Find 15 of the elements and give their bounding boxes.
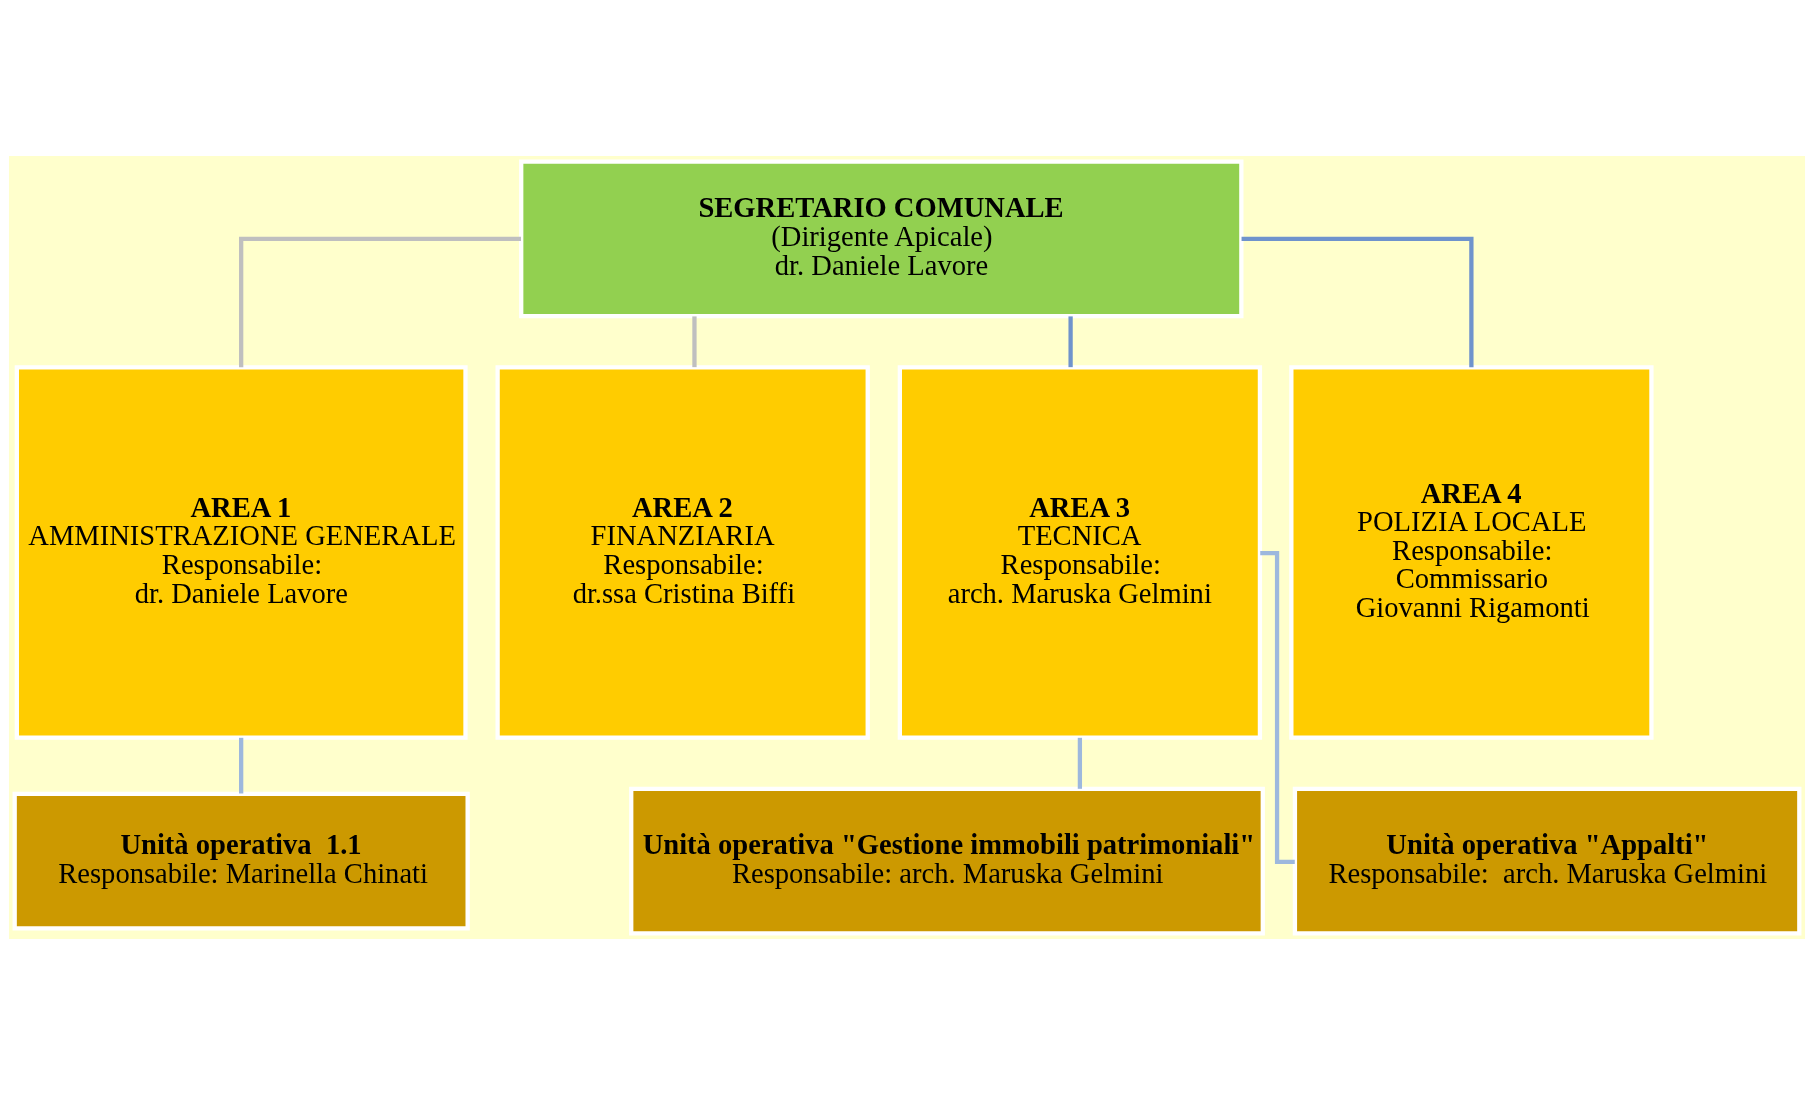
connector bbox=[692, 315, 697, 367]
node-box: AREA 4 POLIZIA LOCALE Responsabile: Commissario Giovanni Rigamonti bbox=[1289, 364, 1654, 740]
connector bbox=[1241, 236, 1474, 367]
node-box: Unità operativa "Gestione immobili patrimoniali" Responsabile: arch. Maruska Gelmini bbox=[629, 786, 1265, 935]
node-box: Unità operativa 1.1 Responsabile: Marinella Chinati bbox=[12, 791, 470, 930]
node-box: SEGRETARIO COMUNALE (Dirigente Apicale) dr. Daniele Lavore bbox=[519, 159, 1244, 318]
node-box: AREA 1 AMMINISTRAZIONE GENERALE Responsabile: dr. Daniele Lavore bbox=[14, 364, 468, 740]
node-box: Unità operativa "Appalti" Responsabile: arch. Maruska Gelmini bbox=[1292, 786, 1802, 935]
node-box: AREA 2 FINANZIARIA Responsabile: dr.ssa Cristina Biffi bbox=[495, 364, 870, 740]
connector bbox=[239, 236, 521, 367]
node-box: AREA 3 TECNICA Responsabile: arch. Maruska Gelmini bbox=[897, 364, 1263, 740]
connector bbox=[1260, 550, 1295, 864]
connector bbox=[239, 737, 244, 793]
connector bbox=[1068, 315, 1073, 367]
connector bbox=[1077, 737, 1083, 789]
